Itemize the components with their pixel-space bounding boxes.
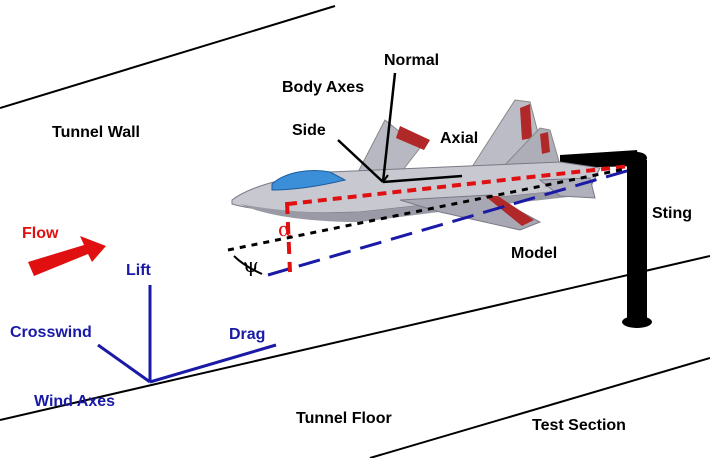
sting <box>560 150 652 328</box>
side-label: Side <box>292 122 326 139</box>
sting-label: Sting <box>652 205 692 222</box>
flow-label: Flow <box>22 225 59 242</box>
model-label: Model <box>511 245 557 262</box>
body-axes <box>337 72 463 184</box>
tunnel-wall-floor-line <box>0 255 710 421</box>
lift-label: Lift <box>126 262 152 279</box>
alpha-vertical-marker <box>285 201 292 273</box>
tunnel-wall-top-line <box>0 5 336 109</box>
body-axes-label: Body Axes <box>282 79 364 96</box>
axial-axis-line <box>382 174 463 184</box>
axial-label: Axial <box>440 130 478 147</box>
alpha-reference-line <box>287 164 631 206</box>
wind-axes <box>97 285 277 384</box>
flow-arrow <box>28 236 106 276</box>
alpha-label: α <box>278 217 292 241</box>
horizontal-reference-line <box>227 166 631 252</box>
tunnel-wall-label: Tunnel Wall <box>52 124 140 141</box>
crosswind-label: Crosswind <box>10 324 92 341</box>
drag-axis-line <box>149 343 277 384</box>
wind-axes-label: Wind Axes <box>34 393 115 410</box>
body-axes-pointer-line <box>382 174 389 183</box>
normal-axis-line <box>381 72 397 183</box>
side-axis-line <box>337 139 384 183</box>
tunnel-floor-front-line <box>369 357 710 458</box>
psi-arc <box>233 255 263 275</box>
psi-label: ψ <box>243 253 259 277</box>
test-section-label: Test Section <box>532 417 626 434</box>
normal-label: Normal <box>384 52 439 69</box>
drag-label: Drag <box>229 326 265 343</box>
tunnel-floor-label: Tunnel Floor <box>296 410 392 427</box>
crosswind-axis-line <box>97 343 151 384</box>
